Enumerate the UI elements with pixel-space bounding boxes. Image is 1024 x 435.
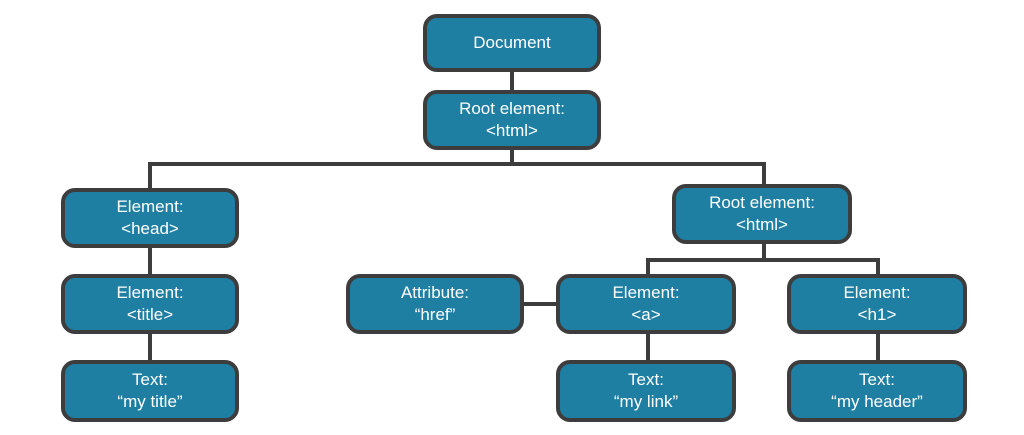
node-text-my-title: Text: “my title” (61, 360, 239, 422)
node-head-tag: <head> (121, 219, 179, 238)
node-text-my-link: Text: “my link” (556, 360, 736, 422)
node-title-tag: <title> (126, 305, 174, 324)
node-a-label: Element: (612, 283, 680, 302)
node-element-a: Element: <a> (556, 274, 736, 334)
node-a-tag: <a> (631, 305, 661, 324)
node-root-element-tag: <html> (486, 121, 538, 140)
node-document-label: Document (473, 33, 551, 52)
node-body-html-label: Root element: (709, 193, 815, 212)
node-element-title: Element: <title> (61, 274, 239, 334)
node-h1-label: Element: (843, 283, 911, 302)
node-root-element-html: Root element: <html> (423, 90, 601, 150)
node-header-text-value: “my header” (831, 392, 923, 411)
node-element-head: Element: <head> (61, 188, 239, 248)
node-h1-tag: <h1> (857, 305, 897, 324)
node-root-element-label: Root element: (459, 99, 565, 118)
node-title-text-label: Text: (132, 370, 168, 389)
node-root-element-html-2: Root element: <html> (672, 184, 852, 244)
node-attribute-href: Attribute: “href” (346, 274, 524, 334)
node-link-text-label: Text: (628, 370, 664, 389)
node-body-html-tag: <html> (736, 215, 788, 234)
node-head-label: Element: (116, 197, 184, 216)
node-element-h1: Element: <h1> (787, 274, 967, 334)
node-header-text-label: Text: (859, 370, 895, 389)
node-text-my-header: Text: “my header” (787, 360, 967, 422)
node-title-text-value: “my title” (117, 392, 183, 411)
node-attribute-label: Attribute: (400, 283, 470, 302)
node-title-label: Element: (116, 283, 184, 302)
node-attribute-value: “href” (414, 305, 456, 324)
node-link-text-value: “my link” (613, 392, 679, 411)
node-document: Document (423, 14, 601, 72)
